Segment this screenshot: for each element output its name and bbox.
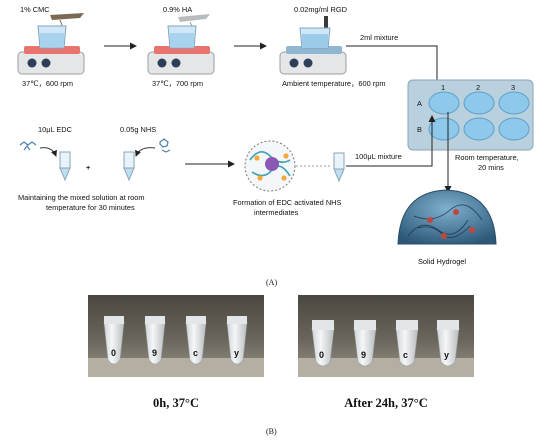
formation-line-1: Formation of EDC activated NHS [233,198,342,207]
plate-row-a: A [417,99,422,108]
hydrogel-dome-icon [397,189,497,245]
step1-bottom-label: 37℃，600 rpm [22,79,73,88]
tube-right-label-3: c [403,350,408,360]
nhs-label: 0.05g NHS [120,125,156,134]
photo-left [88,295,264,377]
tube-right-label-1: 0 [319,350,324,360]
mixture-tube-icon [333,152,345,183]
step3-bottom-label: Ambient temperature，600 rpm [282,79,386,88]
tube-left-4 [226,316,248,365]
room-temp-line-1: Room temperature, [455,153,519,162]
well-plate-icon [407,79,534,151]
plate-row-b: B [417,125,422,134]
maintain-line-2: temperature for 30 minutes [46,203,135,212]
room-temp-line-2: 20 mins [478,163,504,172]
photo-left-caption: 0h, 37°C [153,396,199,410]
stirrer-1-icon [17,25,85,75]
nhs-molecule-icon [159,138,171,153]
panel-b-label: (B) [266,427,277,436]
stirrer-3-icon [279,27,347,75]
stirrer-2-icon [147,25,215,75]
mixture-2ml-label: 2ml mixture [360,33,398,42]
tube-right-label-2: 9 [361,350,366,360]
tube-left-2 [144,316,166,365]
plate-col-1: 1 [441,83,445,92]
tube-left-3 [185,316,207,365]
panel-a-label: (A) [266,278,277,287]
step1-top-label: 1% CMC [20,5,50,14]
hydrogel-label: Solid Hydrogel [418,257,466,266]
arrow-edc [39,147,57,157]
step2-bottom-label: 37℃，700 rpm [152,79,203,88]
tube-left-label-1: 0 [111,348,116,358]
tube-right-2 [353,320,377,367]
tube-right-1 [311,320,335,367]
edc-molecule-icon [19,141,37,151]
step3-top-label: 0.02mg/ml RGD [294,5,347,14]
tube-right-4 [436,320,460,367]
step2-top-label: 0.9% HA [163,5,192,14]
plate-col-2: 2 [476,83,480,92]
tube-left-label-3: c [193,348,198,358]
photo-right [298,295,474,377]
mixture-100-label: 100μL mixture [355,152,402,161]
edc-nhs-intermediate-icon [244,140,296,192]
tube-left-label-2: 9 [152,348,157,358]
plus-sign: + [86,163,91,172]
tube-left-1 [103,316,125,365]
tube-right-label-4: y [444,350,449,360]
arrow-nhs [135,147,156,157]
edc-tube-icon [59,151,71,182]
arrow-100-to-plate [346,115,436,167]
formation-line-2: intermediates [254,208,299,217]
maintain-line-1: Maintaining the mixed solution at room [18,193,145,202]
edc-label: 10μL EDC [38,125,73,134]
tube-right-3 [395,320,419,367]
photo-right-caption: After 24h, 37°C [344,396,428,410]
nhs-tube-icon [123,151,135,182]
tube-left-label-4: y [234,348,239,358]
plate-col-3: 3 [511,83,515,92]
